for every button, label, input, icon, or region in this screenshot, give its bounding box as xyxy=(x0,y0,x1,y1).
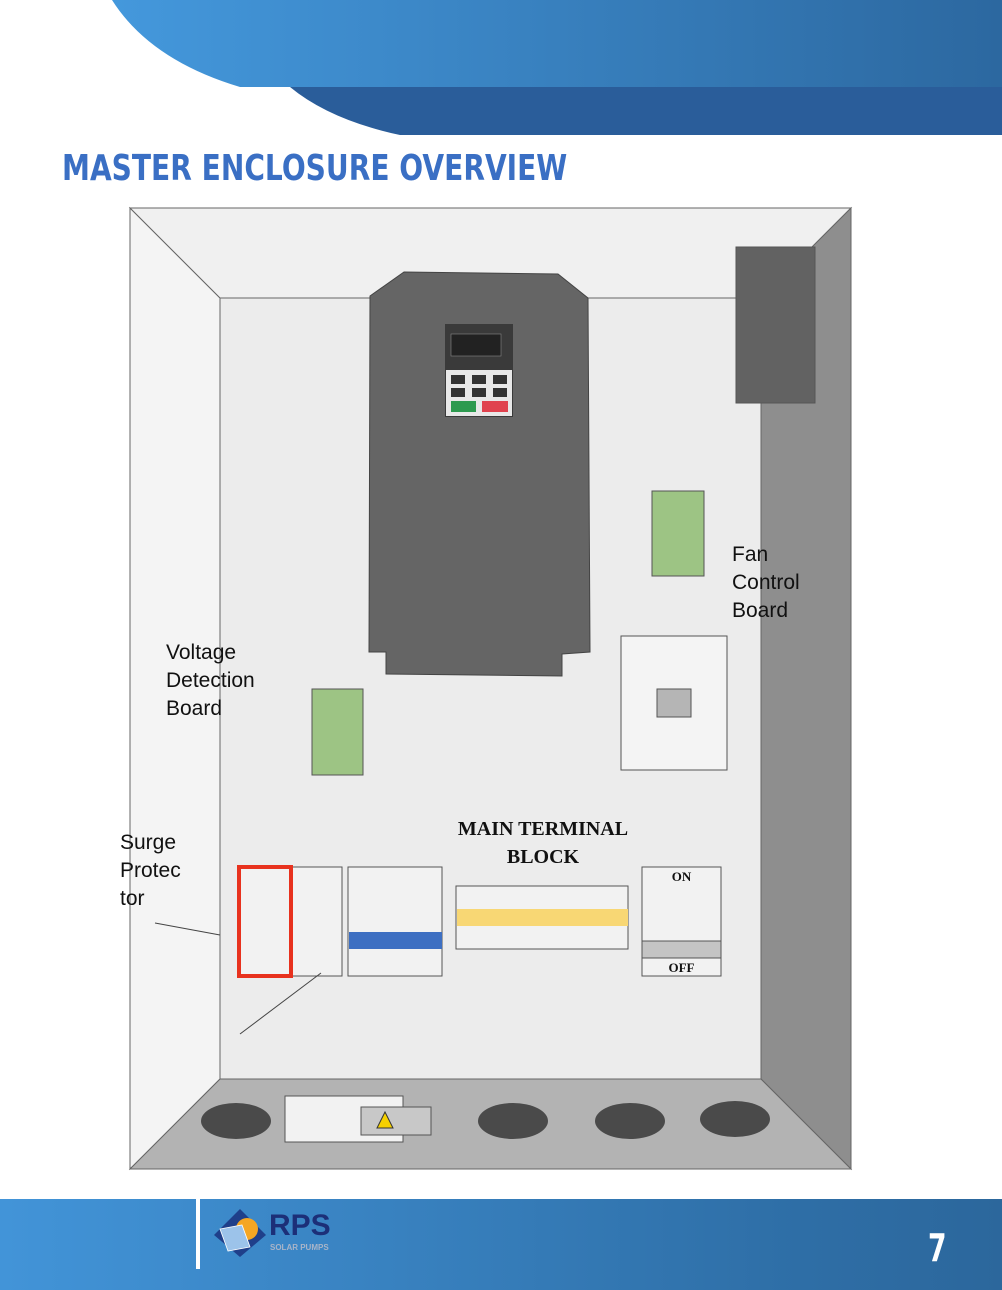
footer-divider xyxy=(196,1199,200,1269)
surge-protector-label: Surge Protec tor xyxy=(120,831,181,910)
logo-tagline: SOLAR PUMPS xyxy=(270,1243,329,1252)
breaker xyxy=(347,866,443,977)
enclosure-diagram xyxy=(128,206,853,1171)
switch-on-label: ON xyxy=(671,869,692,884)
rps-logo-icon xyxy=(214,1209,266,1257)
vfd-drive xyxy=(368,271,591,677)
logo-brand: RPS xyxy=(269,1209,331,1242)
main-terminal-block-label: MAIN TERMINAL BLOCK xyxy=(457,818,629,868)
page-title: MASTER ENCLOSURE OVERVIEW xyxy=(62,148,568,189)
fan-control-board xyxy=(651,490,705,577)
fan-control-board-label: Fan Control Board xyxy=(732,543,800,622)
vfd-keypad xyxy=(445,324,513,417)
voltage-detection-board-label: Voltage Detection Board xyxy=(166,641,255,720)
warning-icon xyxy=(376,1110,394,1129)
header-wave xyxy=(112,0,1002,135)
fan-unit xyxy=(735,246,816,404)
switch-off-label: OFF xyxy=(668,960,695,975)
voltage-detection-board xyxy=(311,688,364,776)
page-number: 7 xyxy=(927,1226,947,1270)
footer: RPS SOLAR PUMPS xyxy=(0,1199,1002,1290)
